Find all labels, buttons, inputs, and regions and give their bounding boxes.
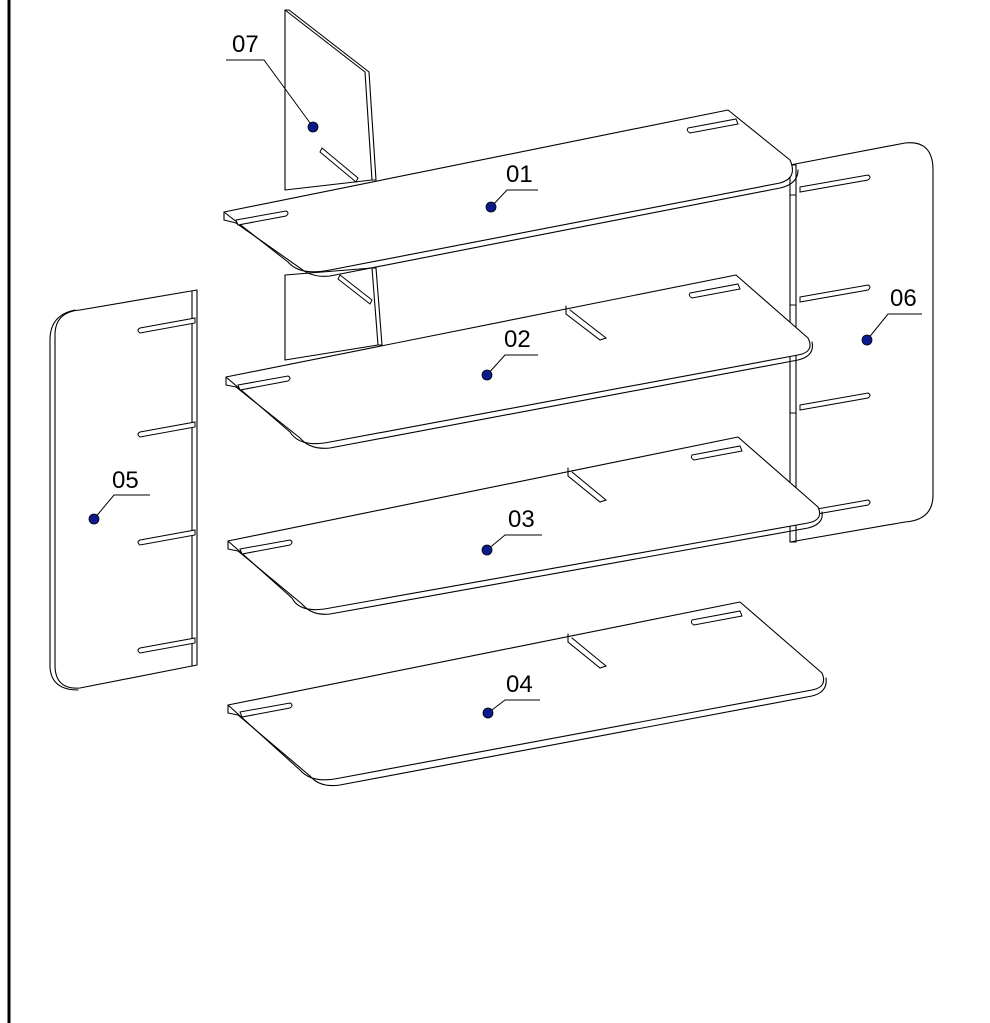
- callout-label: 06: [890, 285, 917, 312]
- callout-07: 07: [226, 31, 319, 133]
- callout-dot: [88, 513, 100, 525]
- leader-line: [866, 313, 922, 341]
- callout-label: 01: [506, 161, 533, 188]
- leader-line: [93, 494, 150, 520]
- callout-dot: [307, 121, 319, 133]
- callout-03: 03: [481, 506, 542, 556]
- part-03-third-shelf: [227, 436, 823, 615]
- part-05-left-panel: [49, 289, 198, 691]
- callout-dot: [481, 369, 493, 381]
- part-02-second-shelf: [225, 274, 813, 449]
- callout-label: 02: [504, 326, 531, 353]
- leader-line: [486, 354, 538, 376]
- callout-01: 01: [485, 161, 538, 213]
- callout-dot: [861, 334, 873, 346]
- callout-04: 04: [482, 671, 540, 719]
- callout-02: 02: [481, 326, 538, 381]
- leader-line: [226, 59, 314, 128]
- callout-label: 05: [112, 467, 139, 494]
- callout-05: 05: [88, 467, 150, 525]
- callout-label: 03: [508, 506, 535, 533]
- callout-dot: [485, 201, 497, 213]
- part-01-top-shelf: [223, 109, 799, 277]
- callout-label: 07: [232, 31, 259, 58]
- callout-label: 04: [506, 671, 533, 698]
- part-07-divider: [284, 9, 383, 361]
- leader-line: [490, 189, 538, 208]
- leader-line: [487, 699, 540, 714]
- leader-line: [486, 534, 542, 551]
- callout-dot: [482, 707, 494, 719]
- part-06-right-panel: [789, 142, 934, 543]
- callout-dot: [481, 544, 493, 556]
- callout-06: 06: [861, 285, 922, 346]
- part-04-bottom-shelf: [227, 601, 827, 787]
